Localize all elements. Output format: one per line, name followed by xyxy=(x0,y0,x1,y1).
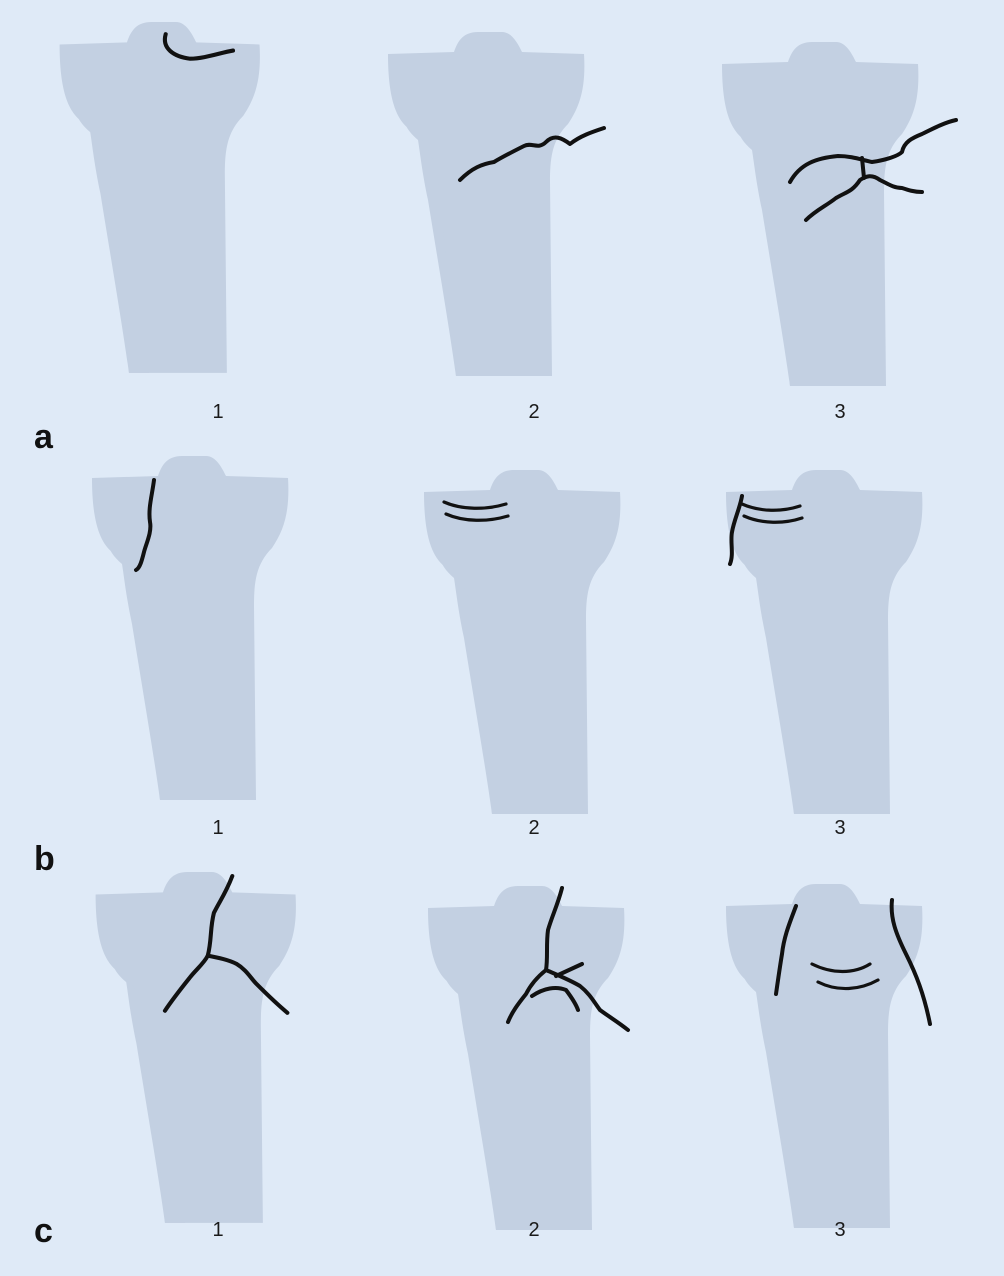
panel-number-c3: 3 xyxy=(834,1219,845,1241)
fracture-line xyxy=(134,478,156,572)
panel-c3 xyxy=(725,883,932,1229)
fracture-line xyxy=(530,986,580,1012)
panel-a3 xyxy=(721,41,958,387)
fracture-line xyxy=(788,118,958,184)
row-letter-b: b xyxy=(34,840,55,878)
fracture-line xyxy=(205,953,290,1015)
panel-b2 xyxy=(423,469,622,815)
panel-c1 xyxy=(94,871,297,1224)
fracture-line xyxy=(804,174,924,222)
panel-b3 xyxy=(725,469,924,815)
fracture-line xyxy=(774,904,798,996)
fracture-line xyxy=(554,962,584,978)
panel-number-a3: 3 xyxy=(834,401,845,423)
fracture-line xyxy=(889,898,932,1026)
panel-number-b3: 3 xyxy=(834,817,845,839)
panel-b1 xyxy=(91,455,290,801)
depression-arc xyxy=(810,962,872,974)
depression-arc xyxy=(742,514,804,524)
row-letter-c: c xyxy=(34,1212,53,1250)
row-c xyxy=(94,871,932,1231)
panel-number-a1: 1 xyxy=(212,401,223,423)
panel-number-b1: 1 xyxy=(212,817,223,839)
fracture-line xyxy=(162,32,236,61)
fracture-line xyxy=(860,156,866,180)
row-b xyxy=(91,455,924,815)
panel-number-c2: 2 xyxy=(528,1219,539,1241)
fracture-line xyxy=(544,968,630,1032)
panel-c2 xyxy=(427,885,630,1231)
depression-arc xyxy=(816,978,880,991)
row-letter-a: a xyxy=(34,418,54,456)
fracture-line xyxy=(458,126,606,182)
panel-number-b2: 2 xyxy=(528,817,539,839)
panel-a2 xyxy=(387,31,606,377)
panel-number-a2: 2 xyxy=(528,401,539,423)
row-a xyxy=(58,21,958,387)
depression-arc xyxy=(444,512,510,522)
fracture-line xyxy=(728,494,744,566)
depression-arc xyxy=(442,500,508,510)
panel-a1 xyxy=(58,21,261,374)
depression-arc xyxy=(740,502,802,512)
panel-number-c1: 1 xyxy=(212,1219,223,1241)
